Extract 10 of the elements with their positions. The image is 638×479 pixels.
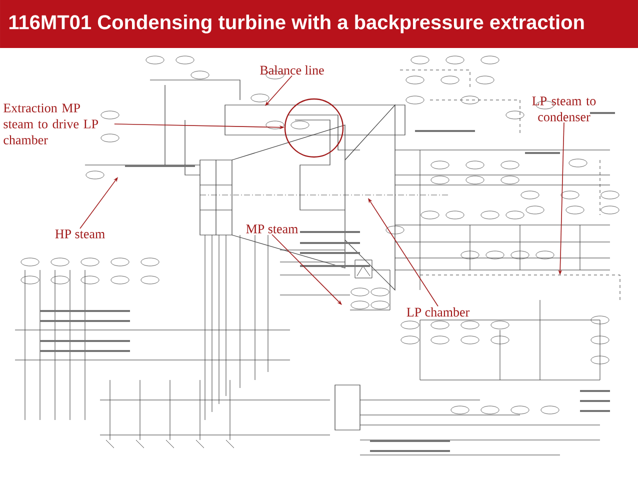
- callout-label: Balance line: [260, 65, 324, 75]
- callout-label: LP chamber: [406, 307, 470, 317]
- title-banner: 116MT01 Condensing turbine with a backpressure extraction: [0, 0, 638, 48]
- leader-arrow: [272, 234, 342, 305]
- leader-arrow: [265, 75, 292, 106]
- highlight-circle: [284, 98, 344, 158]
- callout-label: LP steam to condenser: [532, 96, 596, 122]
- callout-label: MP steam: [246, 224, 298, 234]
- callout-label: HP steam: [55, 230, 105, 238]
- callout-label: Extraction MP steam to drive LP chamber: [4, 104, 98, 144]
